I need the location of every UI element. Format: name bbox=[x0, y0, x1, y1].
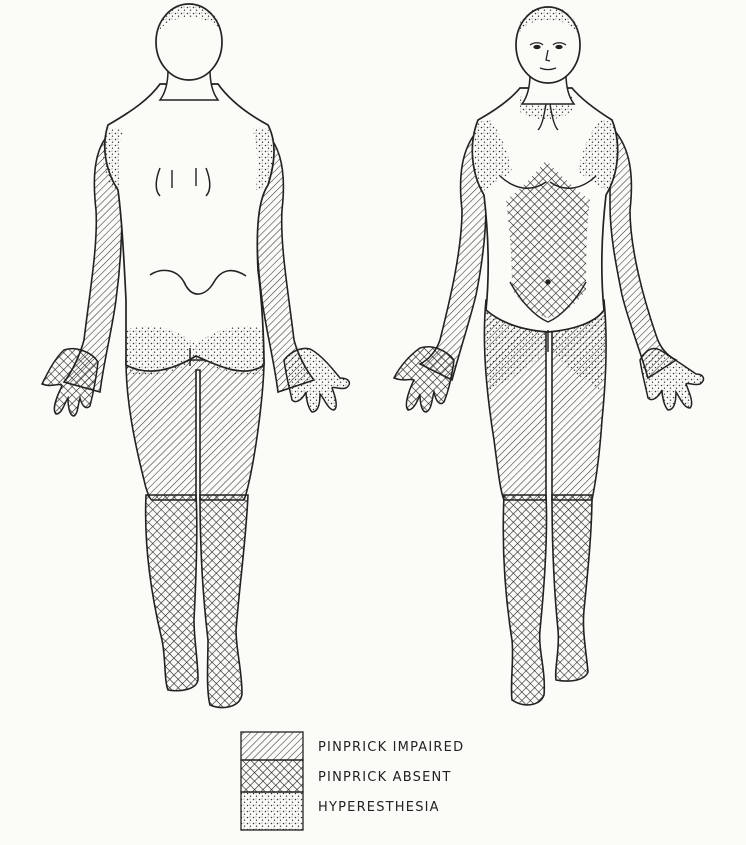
anterior-right-hand bbox=[394, 347, 454, 412]
anterior-view bbox=[394, 7, 703, 705]
posterior-right-hand bbox=[284, 348, 349, 412]
posterior-right-lower-leg bbox=[200, 495, 248, 707]
posterior-legs-thighs bbox=[126, 360, 264, 500]
anterior-left-lower-leg bbox=[552, 495, 592, 681]
posterior-left-hand bbox=[42, 349, 98, 416]
anterior-left-arm bbox=[610, 130, 676, 378]
posterior-left-lower-leg bbox=[146, 495, 198, 691]
anterior-left-hand bbox=[640, 348, 703, 410]
anterior-right-lower-leg bbox=[503, 495, 546, 705]
posterior-view bbox=[42, 4, 349, 707]
